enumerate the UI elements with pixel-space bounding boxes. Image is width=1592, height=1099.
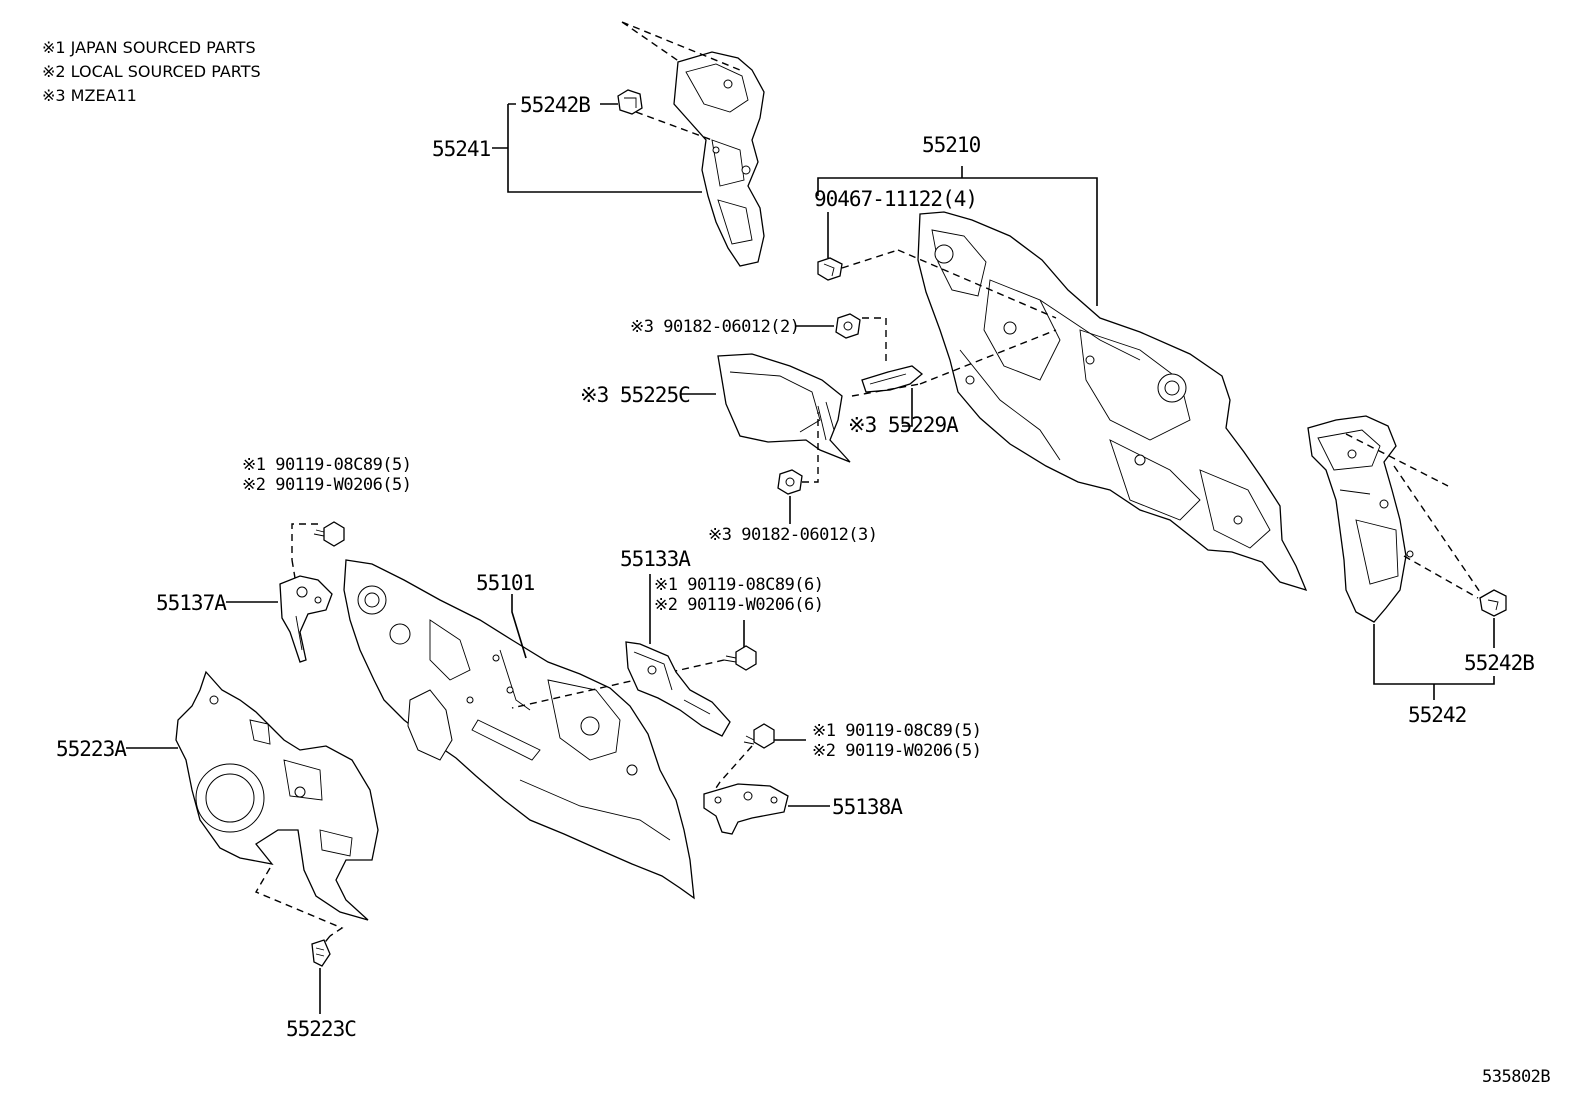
part-55223A-insulator[interactable] [175, 670, 379, 921]
label-90119-W0206-5-b[interactable]: ※2 90119-W0206(5) [812, 741, 982, 761]
label-55242[interactable]: 55242 [1408, 703, 1467, 727]
label-90119-W0206-5-a[interactable]: ※2 90119-W0206(5) [242, 475, 412, 495]
label-90119-08C89-6[interactable]: ※1 90119-08C89(6) [654, 575, 824, 595]
legend-item-local: ※2 LOCAL SOURCED PARTS [42, 62, 261, 81]
label-90182-06012-3[interactable]: ※3 90182-06012(3) [708, 525, 878, 545]
legend-item-japan: ※1 JAPAN SOURCED PARTS [42, 38, 256, 57]
part-55242B-clip-top[interactable] [617, 89, 643, 115]
label-55242B-right[interactable]: 55242B [1464, 651, 1535, 675]
part-90182-nut-bottom[interactable] [777, 469, 803, 495]
label-90119-W0206-6[interactable]: ※2 90119-W0206(6) [654, 595, 824, 615]
label-55210[interactable]: 55210 [922, 133, 982, 157]
part-55229A-bracket[interactable] [861, 365, 924, 393]
part-55223C-clip[interactable] [311, 939, 331, 967]
diagram-id: 535802B [1482, 1067, 1550, 1087]
label-55138A[interactable]: 55138A [832, 795, 904, 819]
part-55242-bracket[interactable] [1307, 415, 1414, 623]
part-55101-dash-panel[interactable] [343, 559, 695, 900]
label-55101[interactable]: 55101 [476, 571, 536, 595]
part-55210-panel[interactable] [917, 211, 1308, 592]
part-90119-bolt-b[interactable] [723, 645, 757, 671]
legend-item-mzea11: ※3 MZEA11 [42, 86, 137, 105]
part-55225C-insulator[interactable] [717, 353, 851, 463]
label-90119-08C89-5-b[interactable]: ※1 90119-08C89(5) [812, 721, 982, 741]
label-55223C[interactable]: 55223C [286, 1017, 357, 1041]
label-55137A[interactable]: 55137A [156, 591, 228, 615]
part-55242B-clip-right[interactable] [1479, 589, 1507, 617]
part-90119-bolt-a[interactable] [313, 521, 345, 547]
label-55225C[interactable]: ※3 55225C [580, 383, 691, 407]
part-90467-clip[interactable] [817, 257, 843, 281]
label-90182-06012-2[interactable]: ※3 90182-06012(2) [630, 317, 800, 337]
label-55241[interactable]: 55241 [432, 137, 492, 161]
part-55133A-bracket[interactable] [625, 641, 731, 737]
part-55137A-bracket[interactable] [279, 575, 333, 663]
label-55133A[interactable]: 55133A [620, 547, 692, 571]
part-55138A-bracket[interactable] [703, 783, 789, 835]
label-55242B-top[interactable]: 55242B [520, 93, 591, 117]
label-55229A[interactable]: ※3 55229A [848, 413, 960, 437]
part-55241-bracket[interactable] [673, 51, 765, 267]
part-90119-bolt-c[interactable] [743, 723, 775, 749]
label-90467-11122[interactable]: 90467-11122(4) [814, 187, 978, 211]
part-90182-nut-top[interactable] [835, 313, 861, 339]
label-55223A[interactable]: 55223A [56, 737, 128, 761]
label-90119-08C89-5-a[interactable]: ※1 90119-08C89(5) [242, 455, 412, 475]
